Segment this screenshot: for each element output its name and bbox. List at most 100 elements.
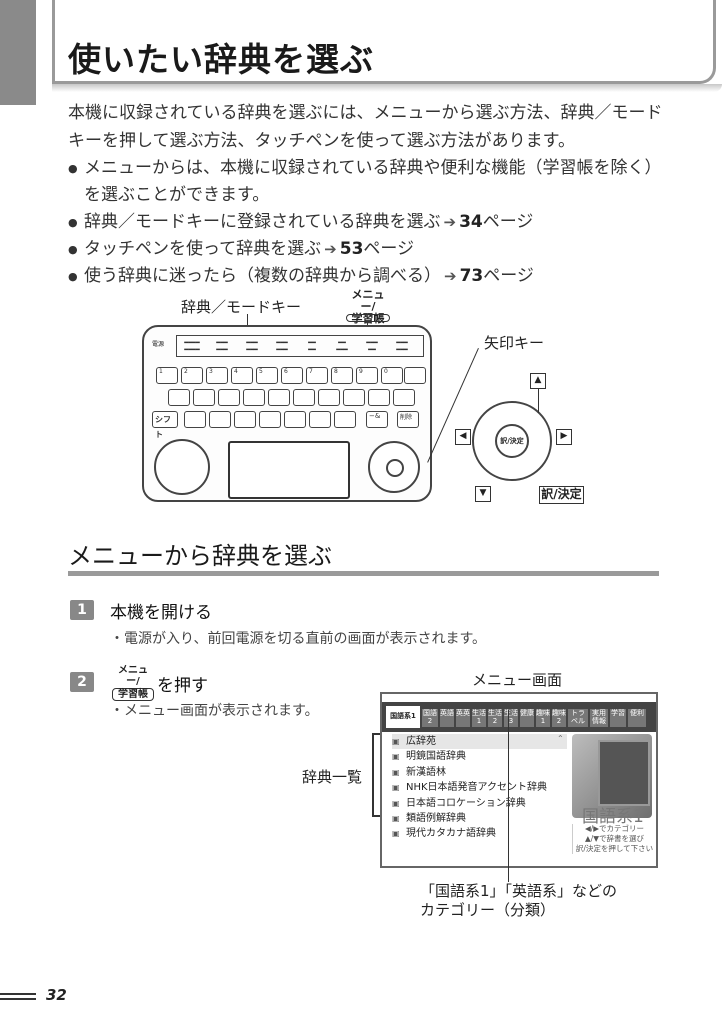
page-ref-link[interactable]: ➔53 [324, 239, 364, 259]
arrow-right-icon: ➔ [444, 267, 457, 285]
page-number: 32 [46, 986, 67, 1004]
key: 5 [256, 367, 278, 384]
dictionary-item[interactable]: 明鏡国語辞典 [392, 749, 567, 765]
page-ref-link[interactable]: ➔34 [443, 212, 483, 232]
page-title: 使いたい辞典を選ぶ [68, 40, 374, 79]
leader-line [247, 314, 248, 334]
fn-key: ▂▂▂▂▂▂▂▂ [184, 338, 200, 351]
delete-key: 削除 [397, 411, 419, 428]
leader-line [508, 710, 509, 882]
cursor-pad-center [386, 459, 404, 477]
header-shadow [52, 84, 722, 92]
key [268, 389, 290, 406]
key [393, 389, 415, 406]
fn-key: ▂▂▂▂ [308, 338, 316, 351]
key [193, 389, 215, 406]
dictionary-item[interactable]: NHK日本語発音アクセント辞典 [392, 780, 567, 796]
key [309, 411, 331, 428]
arrow-left-icon: ◀ [455, 429, 471, 445]
key: −& [366, 411, 388, 428]
dictionary-item[interactable]: 現代カタカナ語辞典 [392, 826, 567, 842]
intro-text: 本機に収録されている辞典を選ぶには、メニューから選ぶ方法、辞典／モードキーを押し… [68, 103, 663, 151]
key: 8 [331, 367, 353, 384]
header-box [52, 0, 716, 84]
key: 7 [306, 367, 328, 384]
tab-category[interactable]: 趣味1 [536, 709, 550, 727]
tab-category[interactable]: 生活3 [504, 709, 518, 727]
shift-key: シフト [152, 411, 178, 439]
function-key-row: ▂▂▂▂▂▂▂▂ ▂▂▂▂▂▂ ▂▂▂▂▂▂ ▂▂▂▂▂▂ ▂▂▂▂ ▂▂▂▂▂… [176, 335, 424, 357]
fn-key: ▂▂▂▂▂▂ [396, 338, 408, 351]
key [218, 389, 240, 406]
tab-category[interactable]: 英英 [456, 709, 470, 727]
dictionary-item[interactable]: 日本語コロケーション辞典 [392, 796, 567, 812]
header-stripe [0, 0, 36, 105]
arrow-ring [472, 401, 552, 481]
key [234, 411, 256, 428]
key: 6 [281, 367, 303, 384]
category-note: 「国語系1」「英語系」などの カテゴリー（分類） [420, 882, 618, 919]
bullet-item: タッチペンを使って辞典を選ぶ➔53ページ [68, 236, 668, 263]
step-number: 1 [70, 600, 94, 620]
leader-line [538, 389, 539, 413]
device-illustration: 電源 ▂▂▂▂▂▂▂▂ ▂▂▂▂▂▂ ▂▂▂▂▂▂ ▂▂▂▂▂▂ ▂▂▂▂ ▂▂… [142, 325, 432, 502]
device-screen [228, 441, 350, 499]
key [293, 389, 315, 406]
tab-category[interactable]: 便利 [628, 709, 646, 727]
tab-category[interactable]: 国語系1 [386, 706, 420, 728]
key [284, 411, 306, 428]
book-cover [598, 740, 650, 806]
key [209, 411, 231, 428]
fn-key: ▂▂▂▂▂ [366, 338, 378, 351]
step-text: 本機を開ける [110, 603, 212, 623]
arrow-down-icon: ▼ [475, 486, 491, 502]
arrow-right-icon: ➔ [443, 213, 457, 231]
tab-category[interactable]: 英語 [440, 709, 454, 727]
key [259, 411, 281, 428]
arrow-key-label: 矢印キー [484, 334, 545, 352]
fn-key: ▂▂▂▂▂ [336, 338, 348, 351]
fn-key: ▂▂▂▂▂▂ [216, 338, 228, 351]
key: 0 [381, 367, 403, 384]
key [334, 411, 356, 428]
section-rule [68, 571, 659, 576]
arrow-right-icon: ▶ [556, 429, 572, 445]
tab-category[interactable]: 健康 [520, 709, 534, 727]
tab-category[interactable]: 生活2 [488, 709, 502, 727]
bullet-item: メニューからは、本機に収録されている辞典や便利な機能（学習帳を除く）を選ぶことが… [68, 155, 668, 209]
dictionary-list: 広辞苑 明鏡国語辞典 新漢語林 NHK日本語発音アクセント辞典 日本語コロケーシ… [392, 734, 567, 842]
step-note: ・電源が入り、前回電源を切る直前の画面が表示されます。 [110, 631, 487, 647]
dictionary-item[interactable]: 新漢語林 [392, 765, 567, 781]
ketei-key-label: 訳/決定 [539, 486, 584, 504]
key: 3 [206, 367, 228, 384]
tab-category[interactable]: 学習 [610, 709, 626, 727]
key [404, 367, 426, 384]
ketei-center-key: 訳/決定 [495, 424, 529, 458]
tab-category[interactable]: 生活1 [472, 709, 486, 727]
dict-list-label: 辞典一覧 [302, 768, 363, 786]
power-key: 電源 [152, 341, 165, 348]
key: 2 [181, 367, 203, 384]
category-tabs: 国語系1 国語2 英語 英英 生活1 生活2 生活3 健康 趣味1 趣味2 トラ… [382, 702, 656, 732]
dictionary-item[interactable]: 類語例解辞典 [392, 811, 567, 827]
tab-category[interactable]: トラベル [568, 709, 588, 727]
tab-category[interactable]: 実用情報 [590, 709, 608, 727]
history-pad [154, 439, 210, 495]
menu-screen: 国語系1 国語2 英語 英英 生活1 生活2 生活3 健康 趣味1 趣味2 トラ… [380, 692, 658, 868]
key [318, 389, 340, 406]
arrow-right-icon: ➔ [324, 240, 337, 258]
page-ref-link[interactable]: ➔73 [444, 266, 484, 286]
key [343, 389, 365, 406]
tab-category[interactable]: 趣味2 [552, 709, 566, 727]
footer-bar [0, 993, 36, 995]
tab-category[interactable]: 国語2 [422, 709, 438, 727]
key [168, 389, 190, 406]
menu-key-outline [346, 314, 390, 322]
key [243, 389, 265, 406]
arrow-up-icon: ▲ [530, 373, 546, 389]
fn-key: ▂▂▂▂▂▂ [276, 338, 288, 351]
step-note: ・メニュー画面が表示されます。 [110, 703, 319, 719]
key: 9 [356, 367, 378, 384]
dictionary-item[interactable]: 広辞苑 [392, 734, 567, 750]
bullet-list: メニューからは、本機に収録されている辞典や便利な機能（学習帳を除く）を選ぶことが… [68, 155, 668, 290]
